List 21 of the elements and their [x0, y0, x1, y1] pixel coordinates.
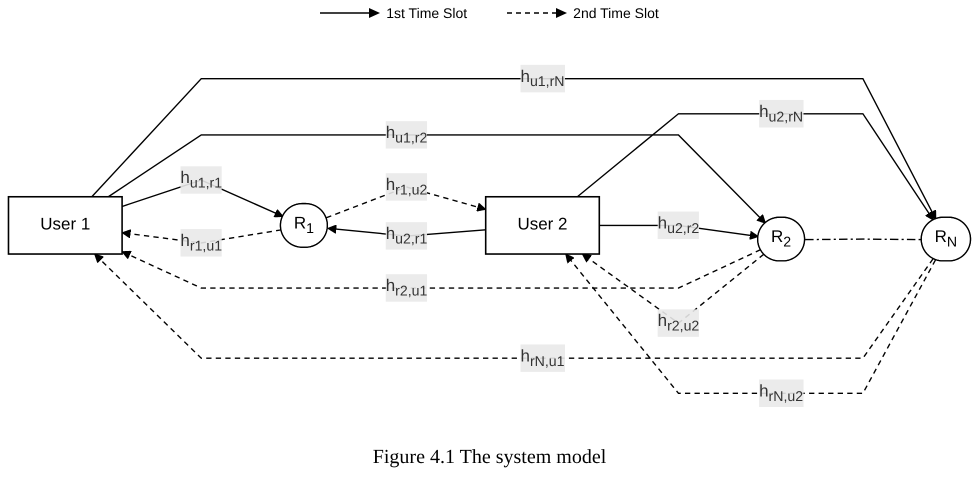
edge-label: h$_{r1,u1}$ [180, 232, 222, 254]
node-box: User 1 [8, 196, 123, 255]
edge-label: h$_{rN,u2}$ [759, 382, 804, 404]
figure-caption: Figure 4.1 The system model [372, 446, 608, 469]
legend-label: 2nd Time Slot [573, 5, 659, 21]
edge-label: h$_{u1,r1}$ [180, 169, 222, 191]
edge-label: h$_{u1,rN}$ [520, 68, 565, 90]
edge-label: h$_{r2,u1}$ [386, 277, 428, 299]
legend-label: 1st Time Slot [386, 5, 468, 21]
edge-label: h$_{u2,r1}$ [386, 225, 428, 247]
arrow [122, 249, 761, 289]
edge-label: h$_{r1,u2}$ [386, 176, 428, 198]
edge-label: h$_{u2,r2}$ [658, 214, 700, 236]
connector [805, 238, 922, 240]
edge-label: h$_{u2,rN}$ [759, 103, 804, 124]
edge-label: h$_{u1,r2}$ [386, 124, 428, 146]
edge-label: h$_{r2,u2}$ [658, 312, 700, 334]
arrow [576, 113, 934, 221]
edge-label: h$_{rN,u1}$ [520, 348, 565, 369]
node-box: User 2 [484, 196, 600, 255]
arrow [108, 134, 766, 224]
